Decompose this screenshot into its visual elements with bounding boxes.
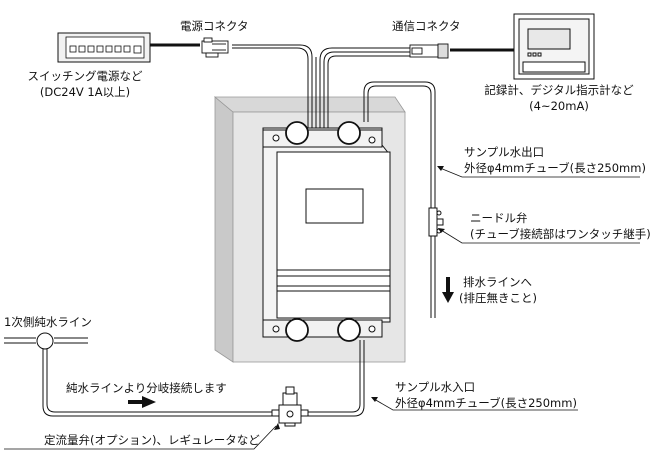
power-supply-icon	[57, 32, 151, 63]
regulator-label: 定流量弁(オプション)、レギュレータなど	[44, 433, 260, 447]
recorder-label: 記録計、デジタル指示計など (4~20mA)	[474, 82, 644, 114]
needle-valve-icon	[428, 207, 444, 237]
power-connector-label: 電源コネクタ	[180, 19, 249, 33]
primary-line-label: 1次側純水ライン	[4, 315, 92, 329]
branch-note-label: 純水ラインより分岐接続します	[66, 381, 227, 395]
leader-arrowheads	[274, 166, 445, 430]
drain-label-line2: (排圧無きこと)	[459, 291, 537, 305]
sample-inlet-label: サンプル水入口 外径φ4mmチューブ(長さ250mm)	[395, 379, 577, 411]
leader-lines	[4, 167, 640, 450]
sample-outlet-label-line1: サンプル水出口	[464, 145, 545, 159]
sample-inlet-label-line1: サンプル水入口	[395, 380, 476, 394]
power-supply-label-line1: スイッチング電源など	[27, 69, 143, 83]
comm-cable	[319, 47, 514, 130]
sample-outlet-tube	[363, 81, 436, 318]
drain-label-line1: 排水ラインへ	[463, 275, 532, 289]
arrow-right-icon	[128, 396, 156, 408]
power-cable	[150, 43, 317, 130]
sample-inlet-label-line2: 外径φ4mmチューブ(長さ250mm)	[395, 396, 577, 410]
primary-pure-water-line	[4, 332, 88, 350]
needle-valve-label-line2: (チューブ接続部はワンタッチ継手)	[470, 227, 650, 241]
recorder-label-line1: 記録計、デジタル指示計など	[484, 83, 634, 97]
regulator-icon	[271, 386, 309, 427]
sample-outlet-label-line2: 外径φ4mmチューブ(長さ250mm)	[464, 161, 646, 175]
arrow-down-icon	[442, 277, 454, 303]
sample-inlet-tube	[42, 340, 365, 417]
power-connector-icon	[201, 37, 229, 58]
needle-valve-label-line1: ニードル弁	[470, 211, 528, 225]
comm-connector-icon	[409, 43, 449, 59]
comm-connector-label: 通信コネクタ	[392, 19, 461, 33]
recorder-label-line2: (4~20mA)	[529, 99, 589, 113]
drain-label: 排水ラインへ (排圧無きこと)	[459, 274, 537, 306]
cable-gland	[285, 121, 361, 342]
needle-valve-label: ニードル弁 (チューブ接続部はワンタッチ継手)	[470, 210, 650, 242]
analyzer-device	[262, 127, 391, 338]
power-supply-label: スイッチング電源など (DC24V 1A以上)	[20, 68, 150, 100]
power-supply-label-line2: (DC24V 1A以上)	[39, 85, 131, 99]
recorder-icon	[513, 13, 595, 80]
sample-outlet-label: サンプル水出口 外径φ4mmチューブ(長さ250mm)	[464, 144, 646, 176]
